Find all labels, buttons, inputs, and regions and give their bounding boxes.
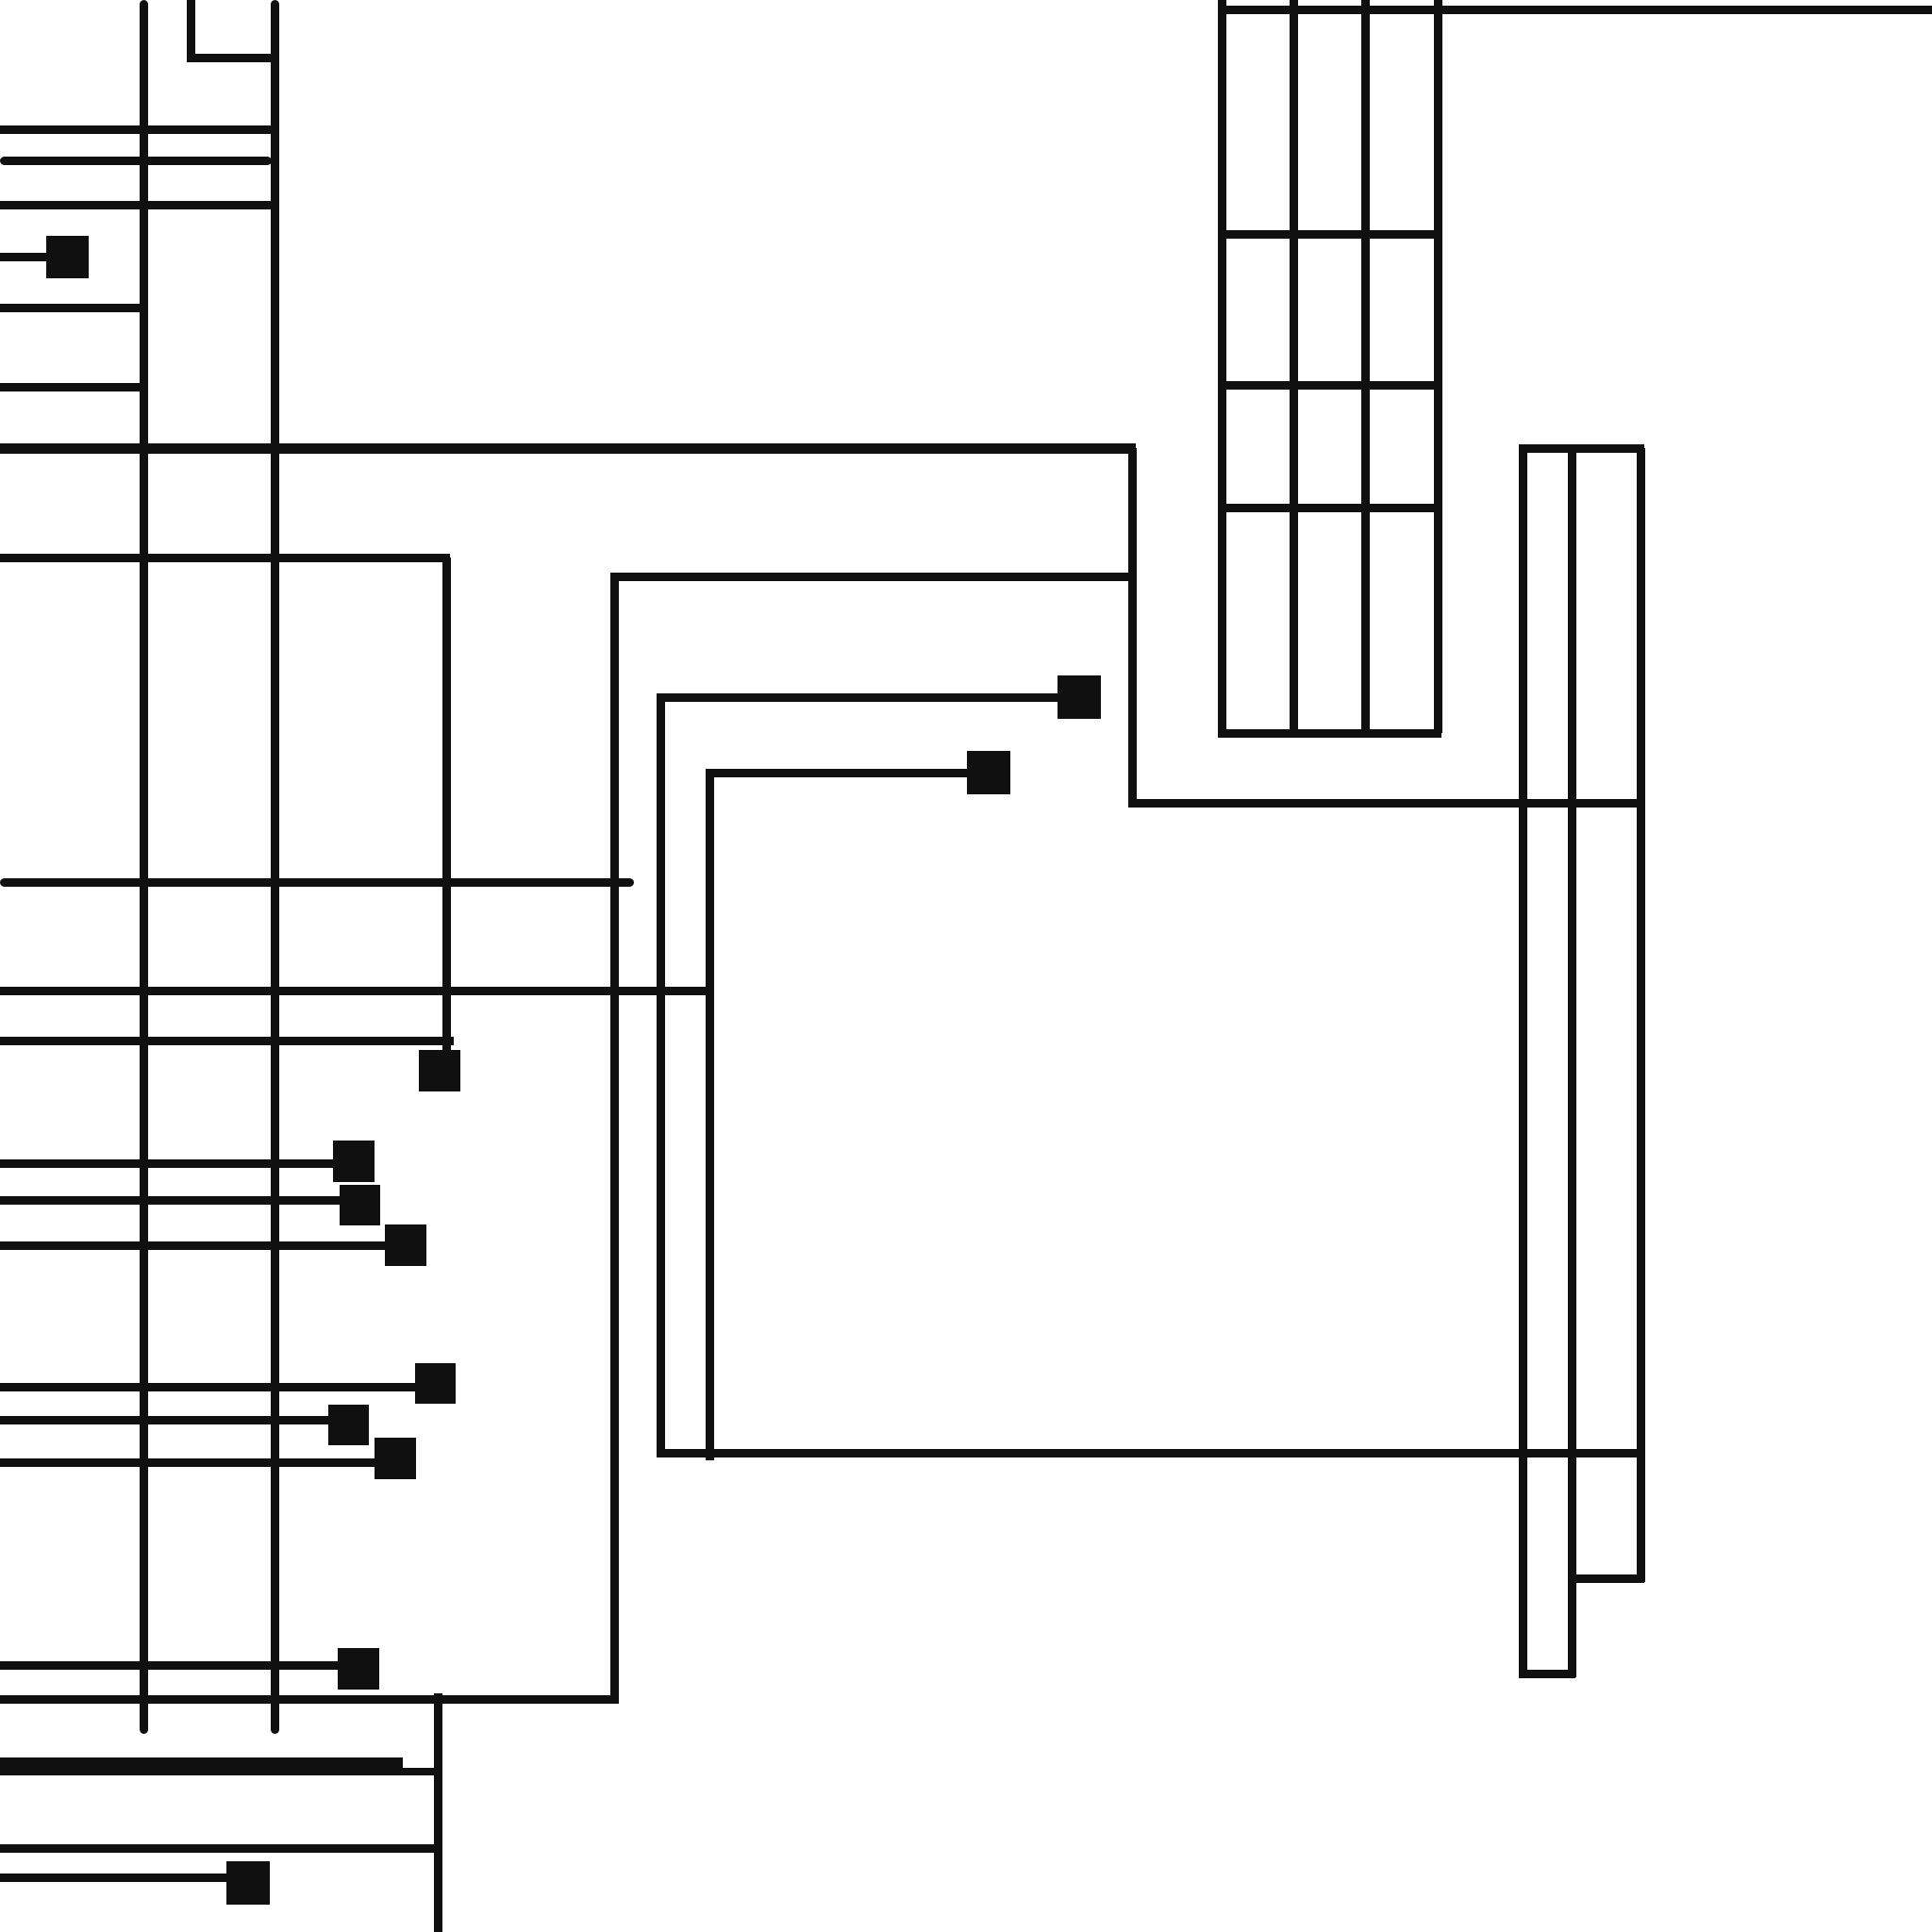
v-grid-4 [1433,0,1442,733]
sq-cluster1-a [333,1141,375,1182]
v-stair-1 [609,576,619,1704]
h-grid-r1 [1218,229,1441,239]
h-capline [0,877,634,887]
sq-arm-2 [967,751,1010,794]
v-grid-1 [1217,0,1226,733]
h-row-5 [0,382,147,391]
h-rect-top [1519,443,1644,453]
v-mid-upper [441,558,451,1050]
h-step [1128,798,1644,808]
sq-top-left [46,236,89,278]
v-notch [186,0,195,62]
sq-arm-1 [1058,675,1101,719]
h-main [0,442,1136,454]
h-notch [187,53,278,62]
h-stair-top [610,572,1136,581]
v-rect-left [1518,448,1527,1677]
sq-bottom-j [338,1648,379,1690]
v-stair-2 [656,697,665,1457]
sq-hanging [419,1050,460,1091]
h-thin-tail [0,1768,441,1775]
h-long-1 [0,986,713,995]
v-left-1 [139,0,148,1734]
h-row-2 [0,156,272,165]
h-lead-sq5 [0,1382,417,1391]
h-grid-r3 [1218,503,1441,512]
h-lead-sq0 [0,252,49,261]
h-long-2 [0,1036,454,1045]
v-stair-3 [705,773,714,1460]
h-lead-sq6 [0,1415,330,1424]
h-corner [0,553,450,562]
h-bottom-2 [0,1843,441,1853]
sq-cluster1-c [385,1224,426,1266]
h-bold [0,1757,403,1771]
v-rect-right [1636,448,1645,1582]
sq-bottom-end [226,1861,270,1905]
h-lead-sq7 [0,1457,376,1467]
h-arm-2 [706,768,968,777]
v-grid-2 [1289,0,1298,733]
sq-cluster2-b [328,1405,369,1445]
h-lead-sq3 [0,1195,341,1205]
h-rect-mid-cap [1568,1574,1644,1583]
h-bottom-long [657,1448,1644,1457]
h-lead-sq8 [0,1873,230,1882]
h-row-4 [0,303,147,312]
v-step [1127,448,1137,807]
sq-cluster1-b [340,1185,380,1225]
sq-cluster2-a [415,1363,456,1404]
sq-cluster2-c [375,1438,416,1479]
h-grid-r2 [1218,380,1441,390]
h-grid-bottom [1218,728,1441,738]
h-elbow [0,1694,618,1704]
v-rect-mid [1567,448,1576,1677]
v-grid-3 [1360,0,1370,733]
h-arm-1 [657,692,1058,702]
h-lead-sqj [0,1660,340,1670]
v-mid-lower [433,1693,442,1932]
h-lead-sq4 [0,1241,387,1250]
h-rect-bottom-cap [1519,1669,1575,1678]
h-row-3 [0,200,278,209]
h-grid-top [1218,5,1932,14]
h-row-1 [0,125,278,134]
h-lead-sq2 [0,1158,335,1168]
v-left-2 [270,0,279,1734]
